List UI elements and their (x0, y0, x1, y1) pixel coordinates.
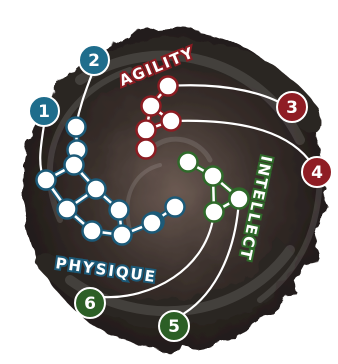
agility-skill-node-circle-3[interactable] (162, 112, 181, 131)
physique-skill-node-circle-4[interactable] (37, 171, 56, 190)
badge-2-label: 2 (88, 51, 100, 71)
intellect-skill-node-circle-1[interactable] (179, 153, 198, 172)
physique-skill-node-circle-5[interactable] (87, 180, 106, 199)
badge-6[interactable]: 6 (75, 288, 105, 318)
physique-skill-node-circle-7[interactable] (110, 201, 129, 220)
agility-skill-node-circle-1[interactable] (159, 77, 178, 96)
agility-skill-node-circle-5[interactable] (137, 140, 156, 159)
physique-skill-node-circle-12[interactable] (143, 214, 162, 233)
physique-skill-node-circle-8[interactable] (83, 222, 102, 241)
intellect-skill-node-circle-2[interactable] (204, 167, 223, 186)
badge-3[interactable]: 3 (277, 92, 307, 122)
agility-skill-node-circle-2[interactable] (142, 97, 161, 116)
badge-3-label: 3 (286, 98, 298, 118)
badge-1-label: 1 (38, 102, 50, 122)
badge-2[interactable]: 2 (79, 45, 109, 75)
badge-4-label: 4 (311, 163, 323, 183)
physique-skill-node-circle-11[interactable] (166, 198, 185, 217)
physique-skill-node-circle-6[interactable] (58, 200, 77, 219)
badge-6-label: 6 (84, 294, 96, 314)
physique-skill-node-circle-3[interactable] (65, 156, 84, 175)
badge-1[interactable]: 1 (29, 96, 59, 126)
badge-4[interactable]: 4 (302, 157, 332, 187)
agility-skill-node-circle-4[interactable] (137, 121, 156, 140)
physique-skill-node-circle-1[interactable] (67, 118, 86, 137)
physique-skill-node-circle-10[interactable] (113, 226, 132, 245)
badge-5[interactable]: 5 (159, 311, 189, 341)
intellect-skill-node-circle-4[interactable] (205, 203, 224, 222)
intellect-skill-node-circle-5[interactable] (230, 190, 249, 209)
badge-5-label: 5 (168, 317, 180, 337)
